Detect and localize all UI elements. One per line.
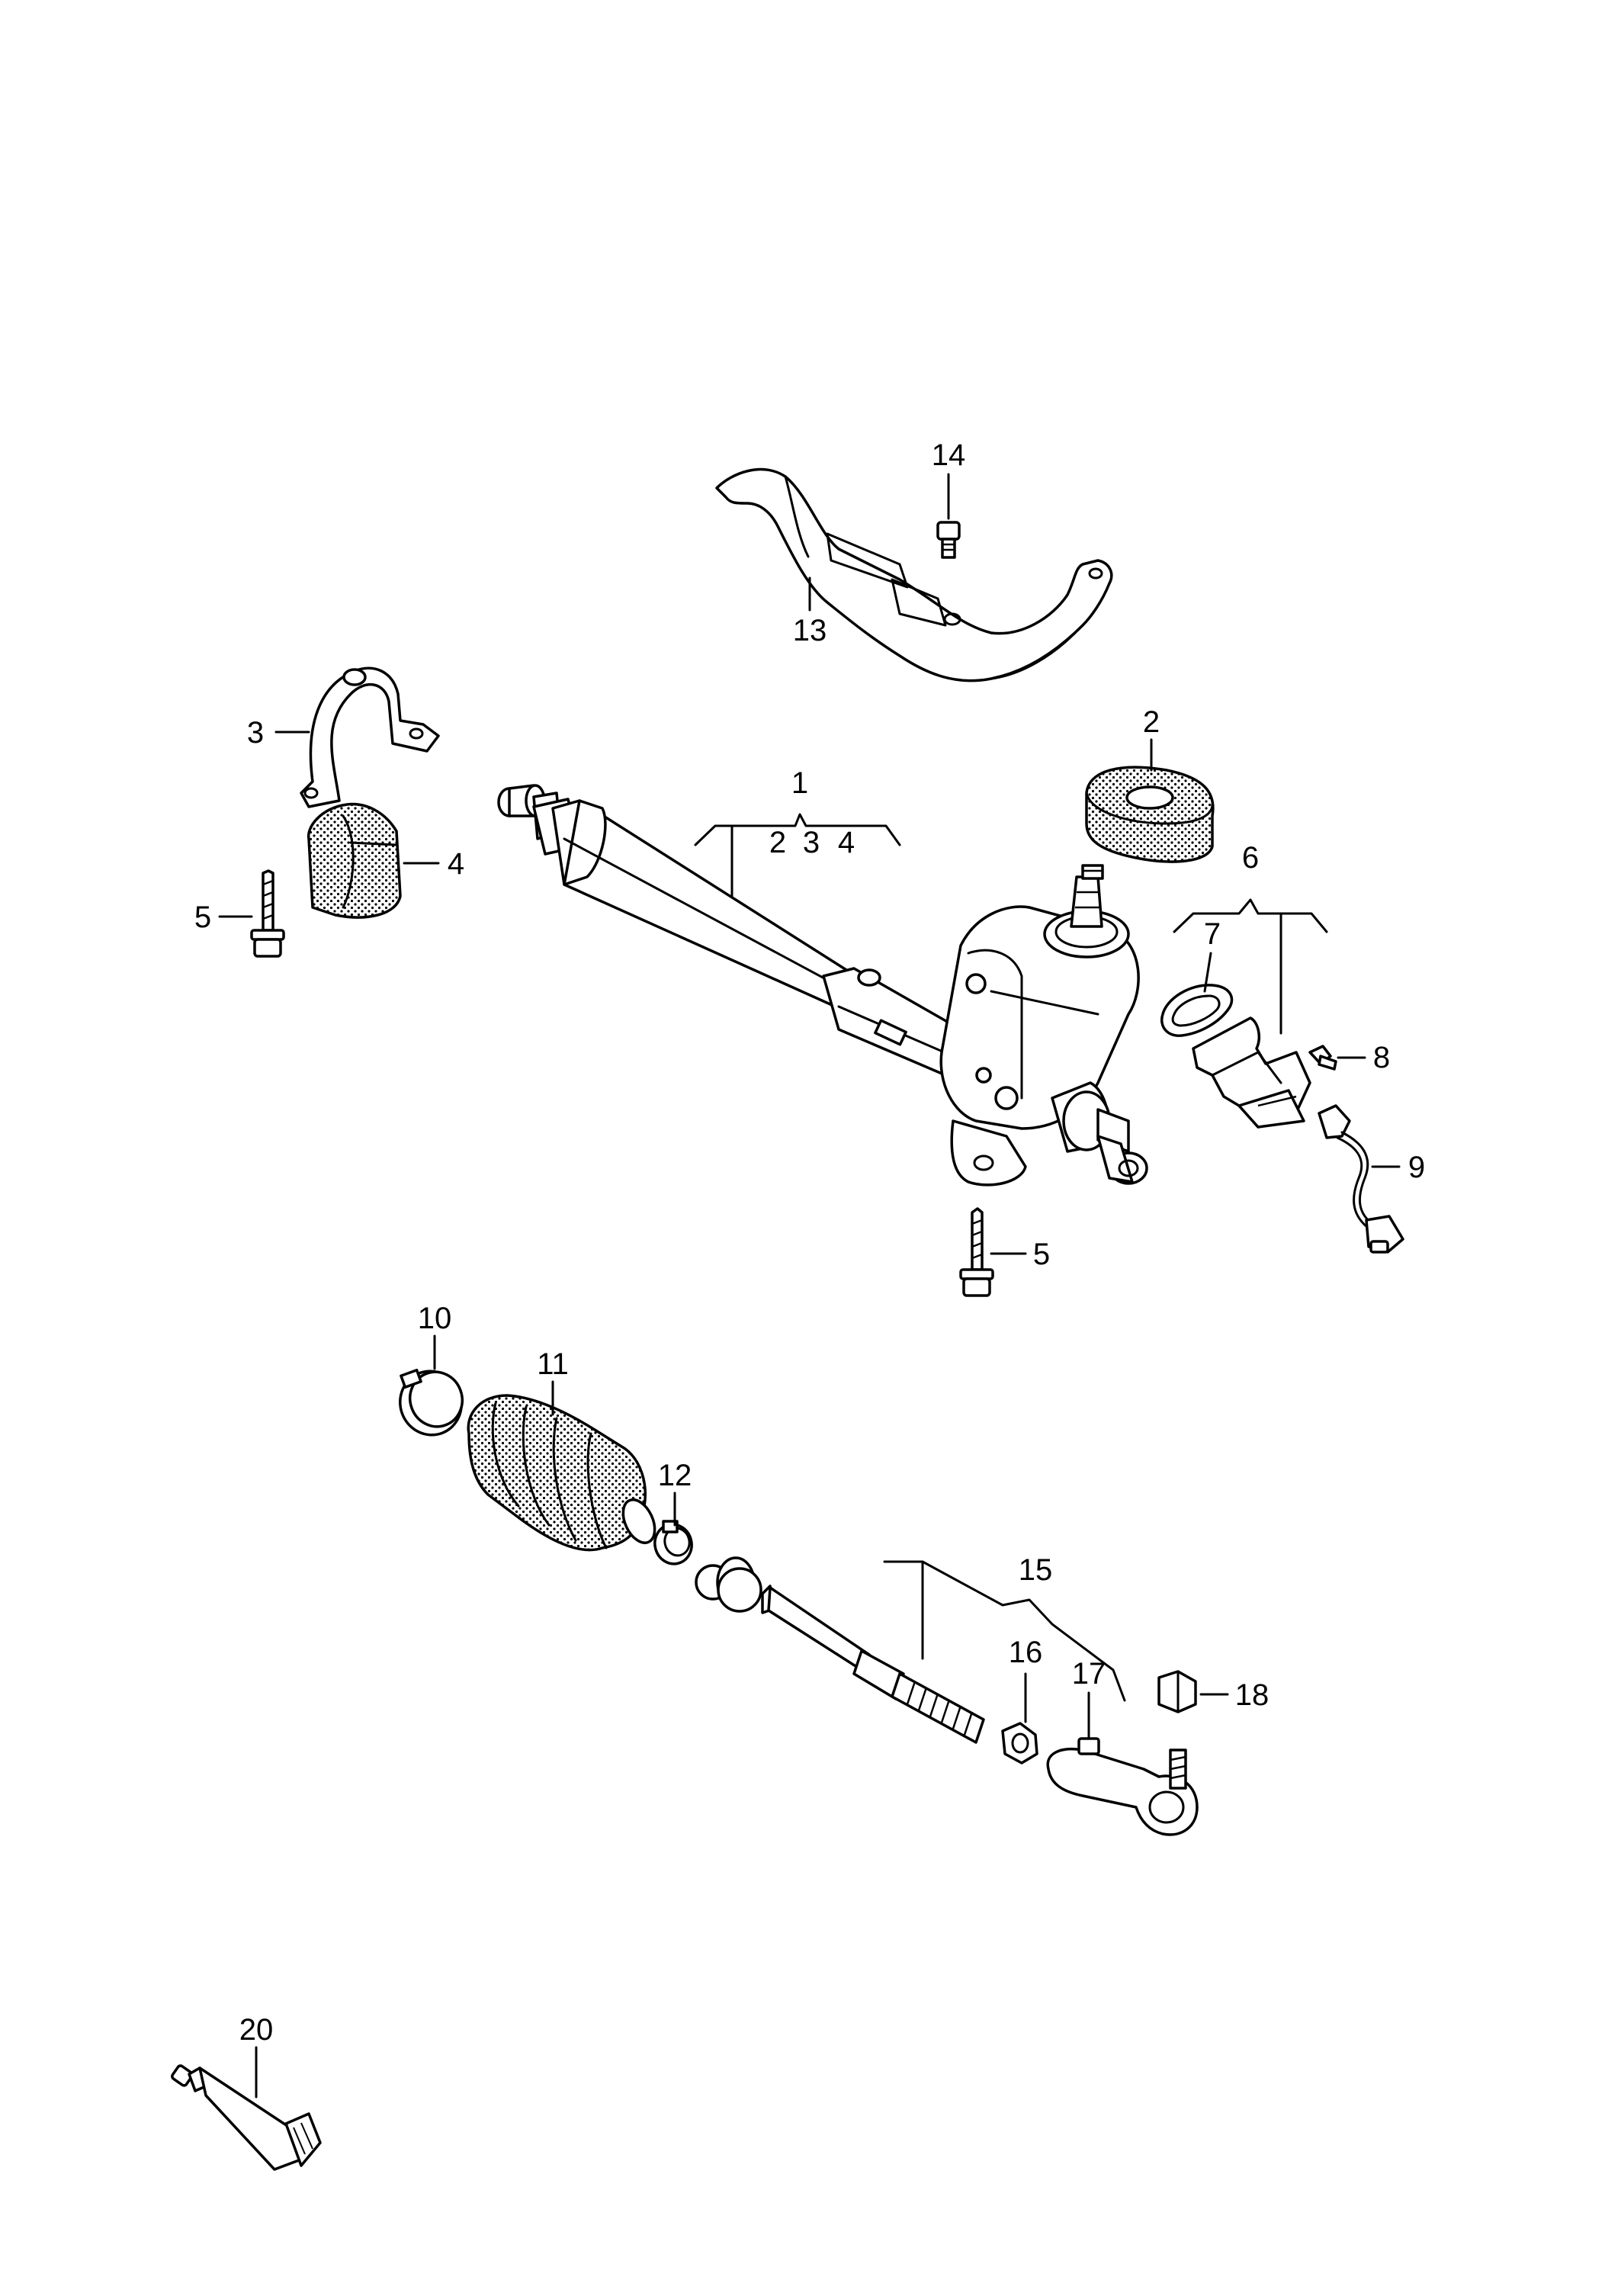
cable-part-9[interactable] (1318, 1104, 1404, 1254)
screw-part-5-lower[interactable] (959, 1207, 994, 1297)
rubber-mount-part-4[interactable] (307, 802, 402, 919)
callout-11: 11 (537, 1347, 569, 1381)
clamp-part-3[interactable] (300, 666, 440, 808)
callout-16: 18 (1235, 1678, 1270, 1712)
callout-1: 1 (791, 766, 808, 800)
screw-part-8[interactable] (1308, 1045, 1337, 1071)
callout-12: 12 (658, 1459, 692, 1492)
callout-20: 20 (239, 2013, 274, 2047)
bracket-1 (694, 813, 901, 846)
clamp-ring-part-10[interactable] (391, 1363, 470, 1443)
nut-part-14[interactable] (1001, 1722, 1038, 1765)
callout-17: 13 (793, 614, 827, 647)
steering-rack-part-1[interactable] (497, 784, 1148, 1187)
callout-15: 17 (1072, 1657, 1106, 1691)
callout-4: 4 (448, 847, 464, 881)
callout-10: 10 (418, 1302, 452, 1335)
callout-7: 7 (1204, 917, 1221, 951)
callout-3: 3 (247, 716, 264, 750)
leader-7 (1203, 952, 1212, 993)
callout-2: 2 (1143, 705, 1160, 739)
tie-rod-part-13[interactable] (695, 1556, 985, 1744)
callout-6: 6 (1242, 841, 1259, 875)
tie-rod-end-part-15[interactable] (1046, 1737, 1199, 1836)
screw-part-5-left[interactable] (250, 869, 285, 958)
callout-1-sub-2: 2 (769, 826, 786, 859)
callout-1-sub-4: 4 (838, 826, 855, 859)
callout-13: 15 (1019, 1553, 1053, 1587)
callout-1-sub-3: 3 (803, 826, 820, 859)
bolt-part-18[interactable] (936, 521, 961, 559)
heat-shield-part-17[interactable] (715, 467, 1113, 682)
rubber-pad-part-2[interactable] (1085, 766, 1215, 863)
grease-tube-part-20[interactable] (171, 2064, 322, 2171)
boot-part-11[interactable] (467, 1394, 661, 1552)
gasket-part-7[interactable] (1160, 984, 1234, 1037)
callout-5-lower: 5 (1033, 1238, 1050, 1271)
nut-part-16[interactable] (1157, 1670, 1197, 1713)
bracket-6 (1173, 898, 1328, 933)
callout-14: 16 (1009, 1636, 1043, 1669)
callout-18: 14 (932, 438, 966, 472)
callout-5-left: 5 (194, 901, 211, 934)
motor-unit-part-6[interactable] (1192, 1016, 1311, 1129)
callout-8: 8 (1373, 1041, 1390, 1074)
callout-9: 9 (1408, 1151, 1425, 1184)
clamp-part-12[interactable] (650, 1520, 696, 1569)
